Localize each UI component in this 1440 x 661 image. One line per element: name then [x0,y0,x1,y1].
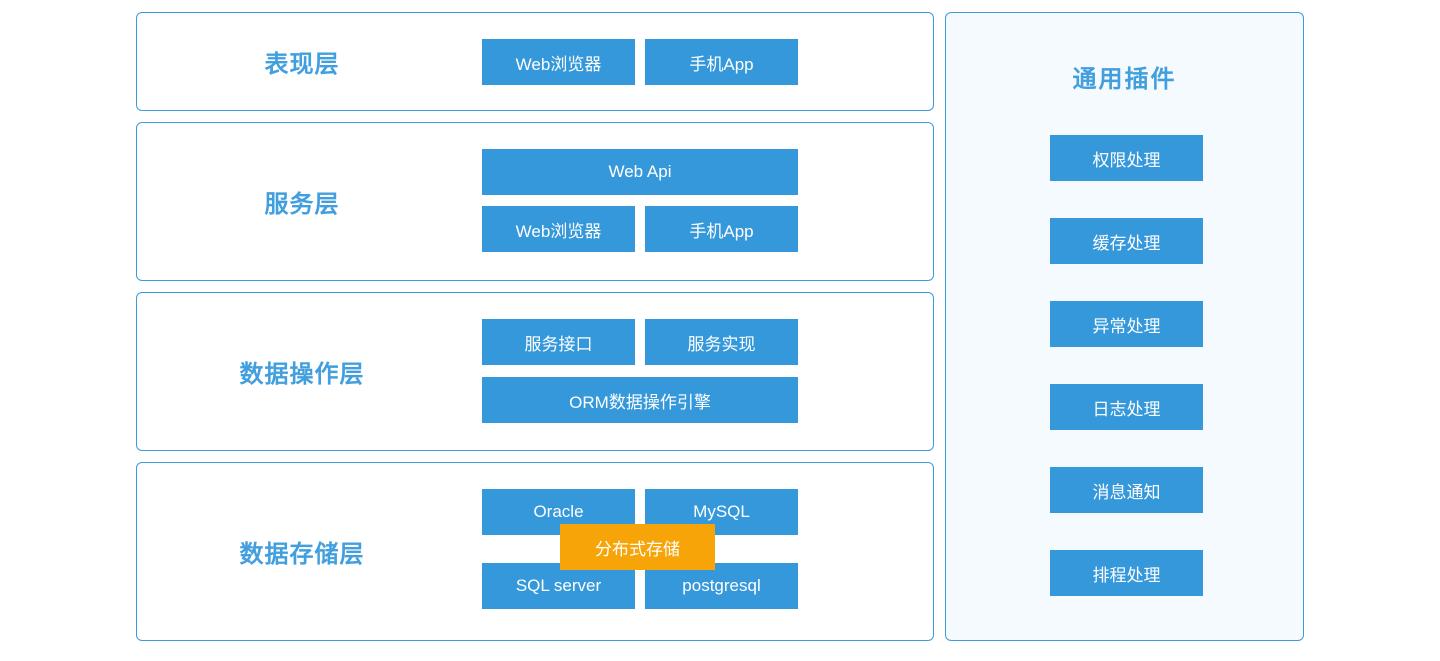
block-web-browser: Web浏览器 [482,39,635,85]
block-distributed-storage-overlay: 分布式存储 [560,524,715,570]
plugins-panel-title: 通用插件 [1072,66,1177,93]
layer-title-presentation: 表现层 [264,51,340,78]
block-service-implementation: 服务实现 [645,319,798,365]
plugin-block-cache: 缓存处理 [1050,218,1203,264]
plugin-block-logging: 日志处理 [1050,384,1203,430]
layer-box-data-operation: 数据操作层 服务接口 服务实现 ORM数据操作引擎 [136,292,934,451]
block-sql-server: SQL server [482,563,635,609]
block-web-api: Web Api [482,149,798,195]
layer-title-service: 服务层 [264,191,340,218]
layer-box-data-storage: 数据存储层 Oracle MySQL SQL server postgresql… [136,462,934,641]
plugin-block-permission: 权限处理 [1050,135,1203,181]
layer-box-presentation: 表现层 Web浏览器 手机App [136,12,934,111]
plugins-panel: 通用插件 权限处理 缓存处理 异常处理 日志处理 消息通知 排程处理 [945,12,1304,641]
block-web-browser: Web浏览器 [482,206,635,252]
block-orm-engine: ORM数据操作引擎 [482,377,798,423]
layer-box-service: 服务层 Web Api Web浏览器 手机App [136,122,934,281]
block-oracle: Oracle [482,489,635,535]
plugin-block-notification: 消息通知 [1050,467,1203,513]
plugin-block-exception: 异常处理 [1050,301,1203,347]
block-mobile-app: 手机App [645,39,798,85]
layer-title-data-storage: 数据存储层 [239,541,365,568]
block-postgresql: postgresql [645,563,798,609]
plugin-block-scheduling: 排程处理 [1050,550,1203,596]
block-mobile-app: 手机App [645,206,798,252]
block-service-interface: 服务接口 [482,319,635,365]
layer-title-data-operation: 数据操作层 [239,361,365,388]
